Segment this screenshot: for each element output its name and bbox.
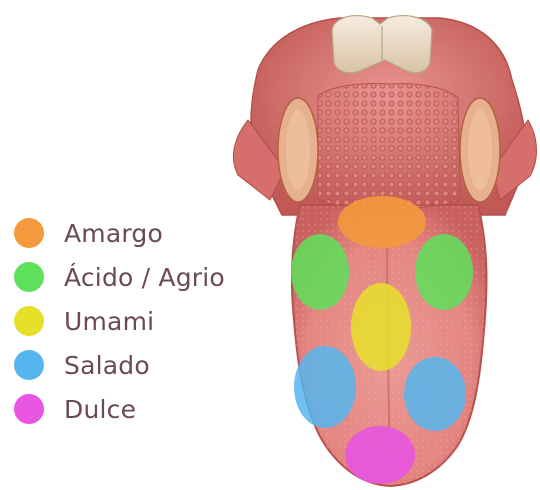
tonsil-left <box>278 98 318 202</box>
papillae-region <box>318 84 460 210</box>
zone-salado-left <box>294 346 356 428</box>
zone-amargo <box>338 196 426 248</box>
tonsil-right <box>460 98 500 202</box>
zone-acido-left <box>291 234 349 310</box>
zone-salado-right <box>404 357 466 431</box>
zone-dulce <box>345 426 415 484</box>
zone-acido-right <box>415 234 473 310</box>
zone-umami <box>351 283 411 371</box>
